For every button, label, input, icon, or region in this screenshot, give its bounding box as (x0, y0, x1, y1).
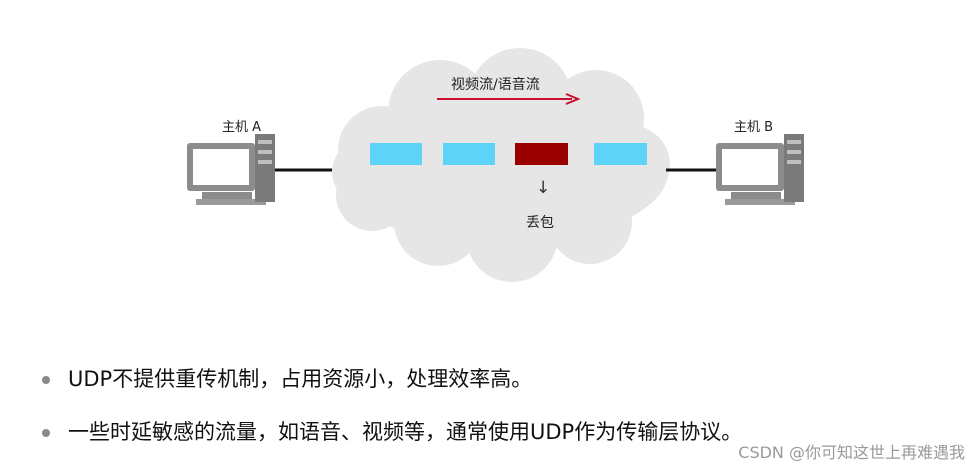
packet-2 (443, 143, 495, 165)
packet-lost (515, 143, 568, 165)
flow-label: 视频流/语音流 (451, 77, 540, 93)
packet-loss-label: 丢包 (526, 215, 554, 231)
host-a-label: 主机 A (222, 120, 262, 135)
bullet-text: UDP不提供重传机制，占用资源小，处理效率高。 (68, 367, 533, 391)
arrow-down-icon: ↓ (536, 178, 551, 198)
bullet-dot (42, 376, 50, 384)
bullet-item: 一些时延敏感的流量，如语音、视频等，通常使用UDP作为传输层协议。 (40, 419, 742, 445)
watermark: CSDN @你可知这世上再难遇我 (738, 443, 965, 462)
bullet-list: UDP不提供重传机制，占用资源小，处理效率高。 一些时延敏感的流量，如语音、视频… (40, 366, 742, 445)
host-b-label: 主机 B (734, 120, 774, 135)
bullet-dot (42, 429, 50, 437)
packet-4 (594, 143, 647, 165)
network-cloud (332, 48, 670, 282)
computer-icon (187, 134, 275, 205)
flow-direction-arrow (437, 93, 581, 105)
bullet-item: UDP不提供重传机制，占用资源小，处理效率高。 (40, 366, 742, 392)
packet-1 (370, 143, 422, 165)
computer-icon (716, 134, 804, 205)
bullet-text: 一些时延敏感的流量，如语音、视频等，通常使用UDP作为传输层协议。 (68, 420, 743, 444)
network-diagram (187, 48, 804, 282)
